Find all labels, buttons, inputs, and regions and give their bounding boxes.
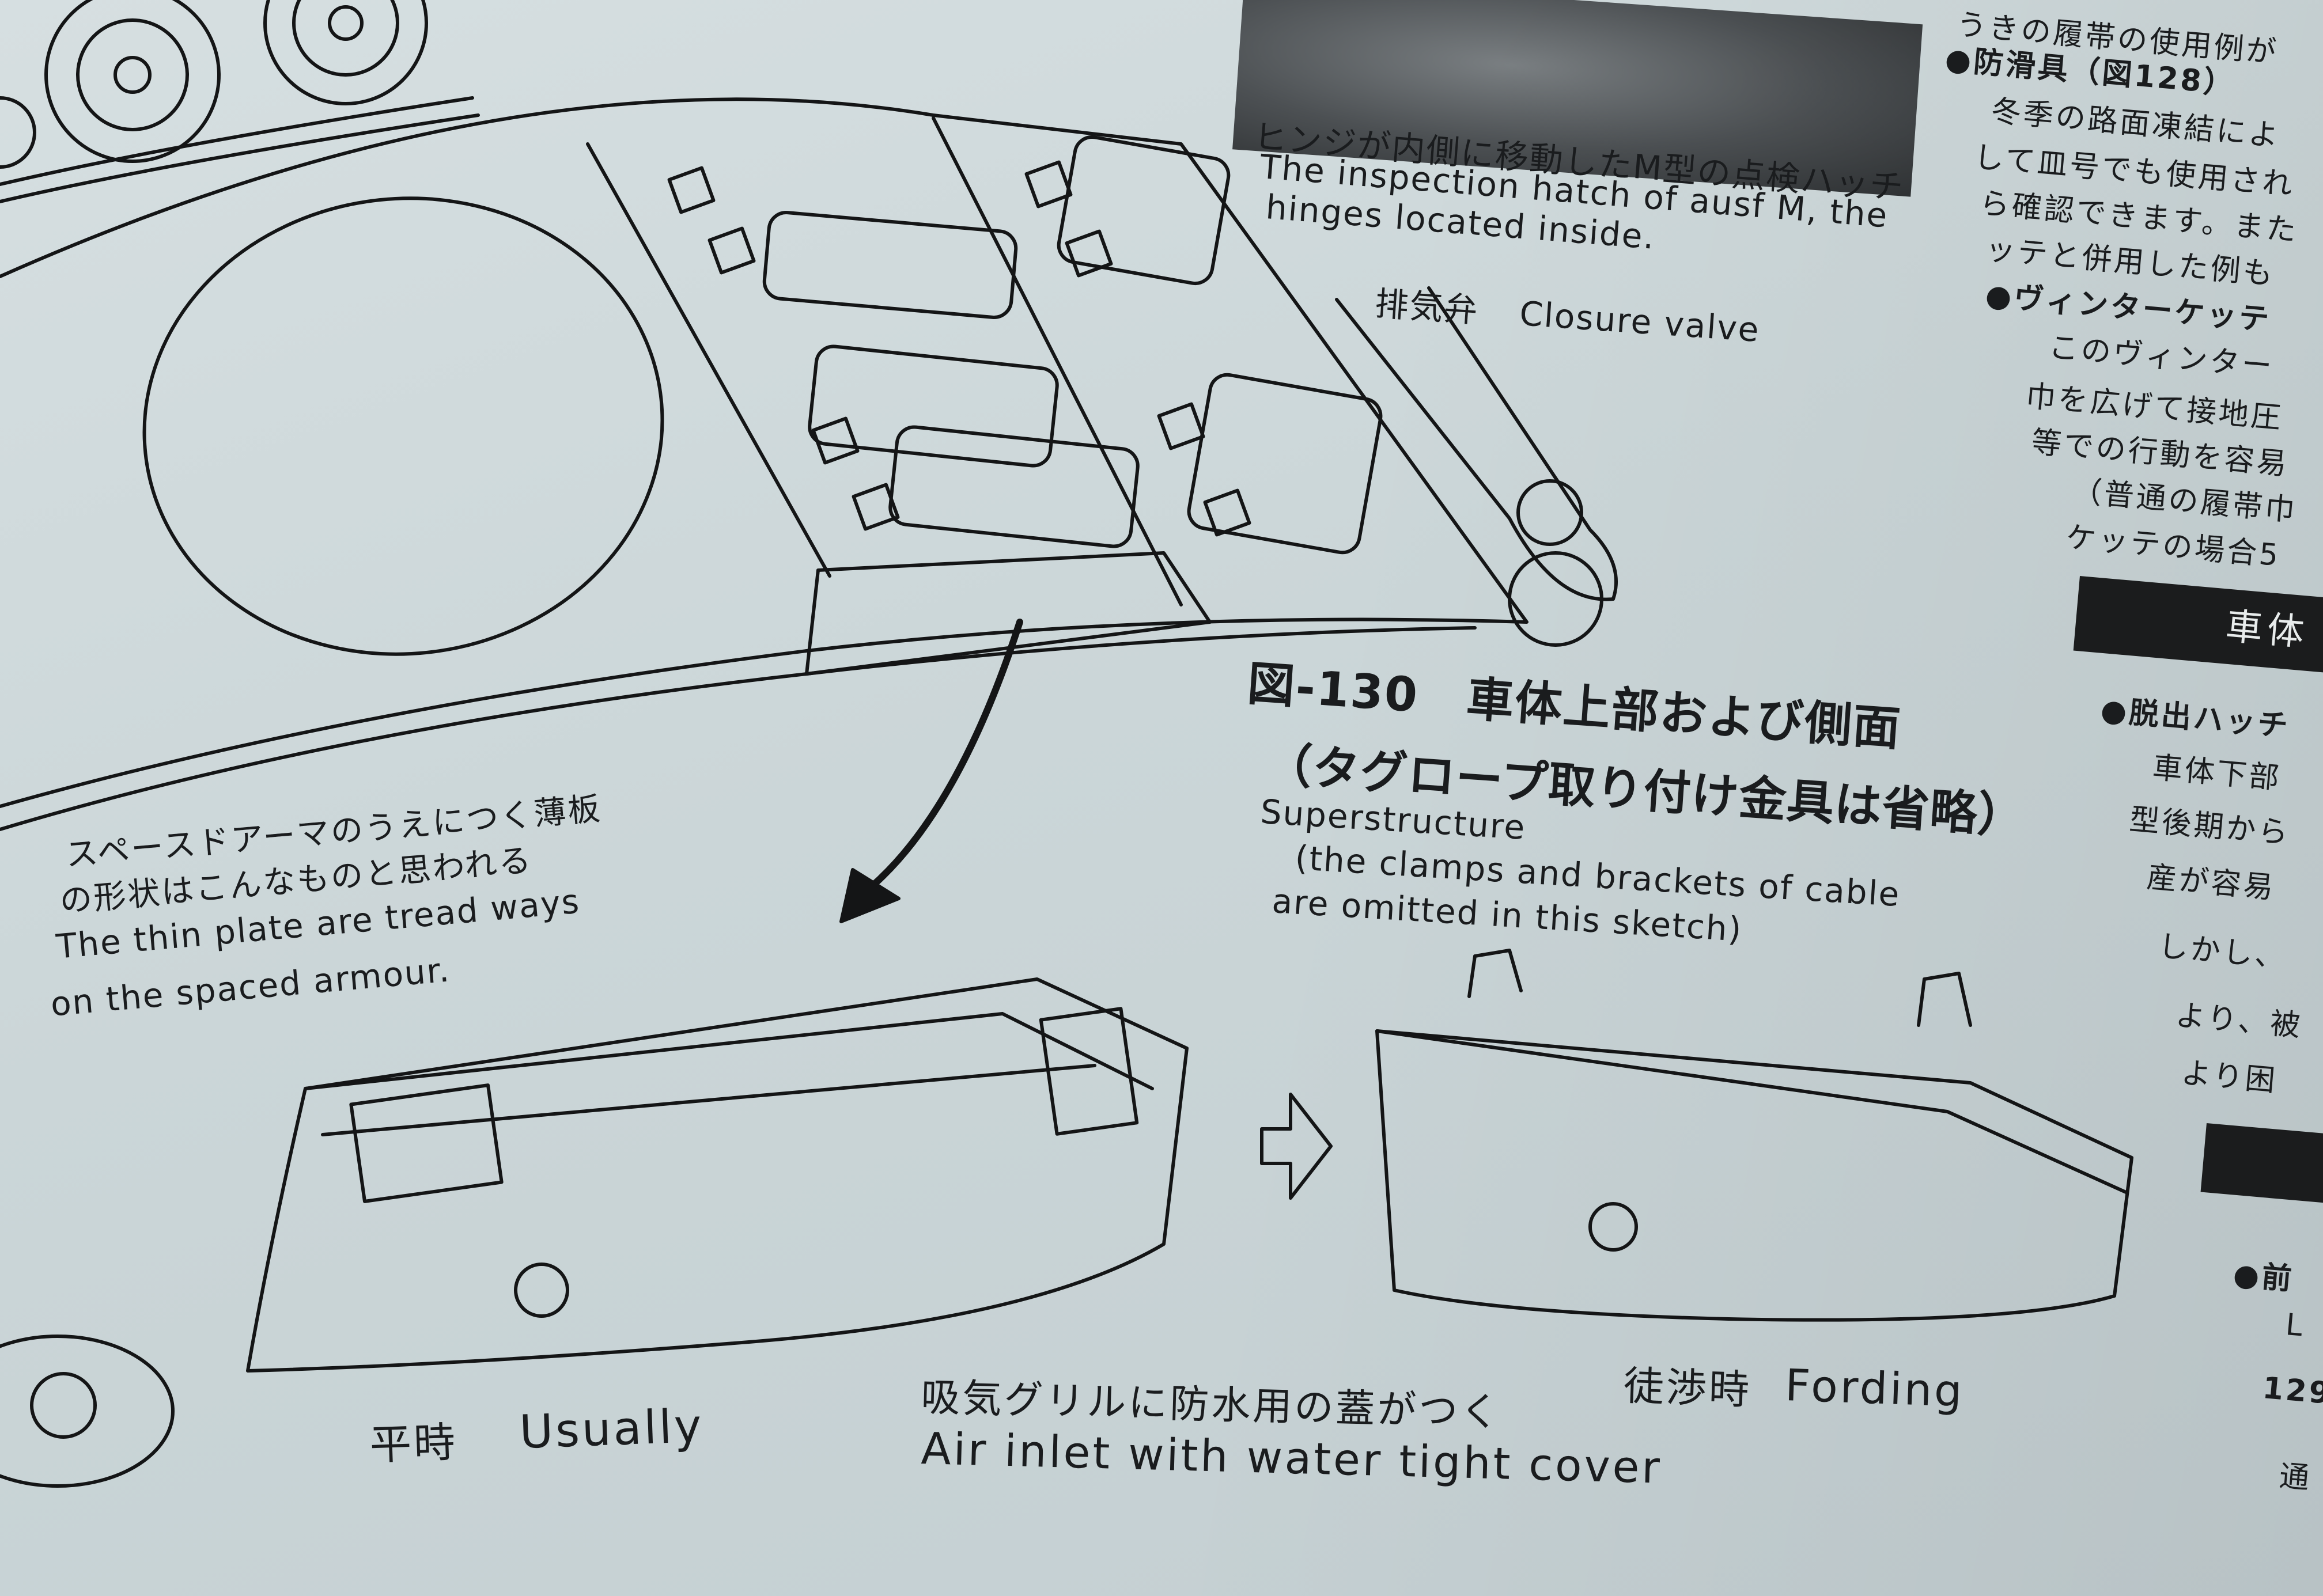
right-column-line: 通 xyxy=(2277,1458,2313,1496)
right-column-line: より困 xyxy=(2180,1055,2279,1099)
right-column-line: ●前 xyxy=(2231,1257,2295,1297)
fording-box-illustration xyxy=(1375,949,2133,1322)
road-wheels-illustration xyxy=(0,0,480,203)
transition-arrow xyxy=(1260,1093,1333,1200)
fording-label-en: Fording xyxy=(1784,1359,1965,1417)
usually-box-illustration xyxy=(0,977,1189,1488)
hull-side-panel xyxy=(0,97,1618,923)
fording-label-ja: 徒渉時 xyxy=(1622,1362,1753,1414)
right-column-line: 129 xyxy=(2261,1371,2323,1412)
valve-label-ja: 排気弁 xyxy=(1374,283,1480,331)
usually-label-ja: 平時 xyxy=(369,1417,459,1469)
right-column-line: L xyxy=(2284,1307,2306,1344)
usually-label-en: Usually xyxy=(519,1398,705,1459)
